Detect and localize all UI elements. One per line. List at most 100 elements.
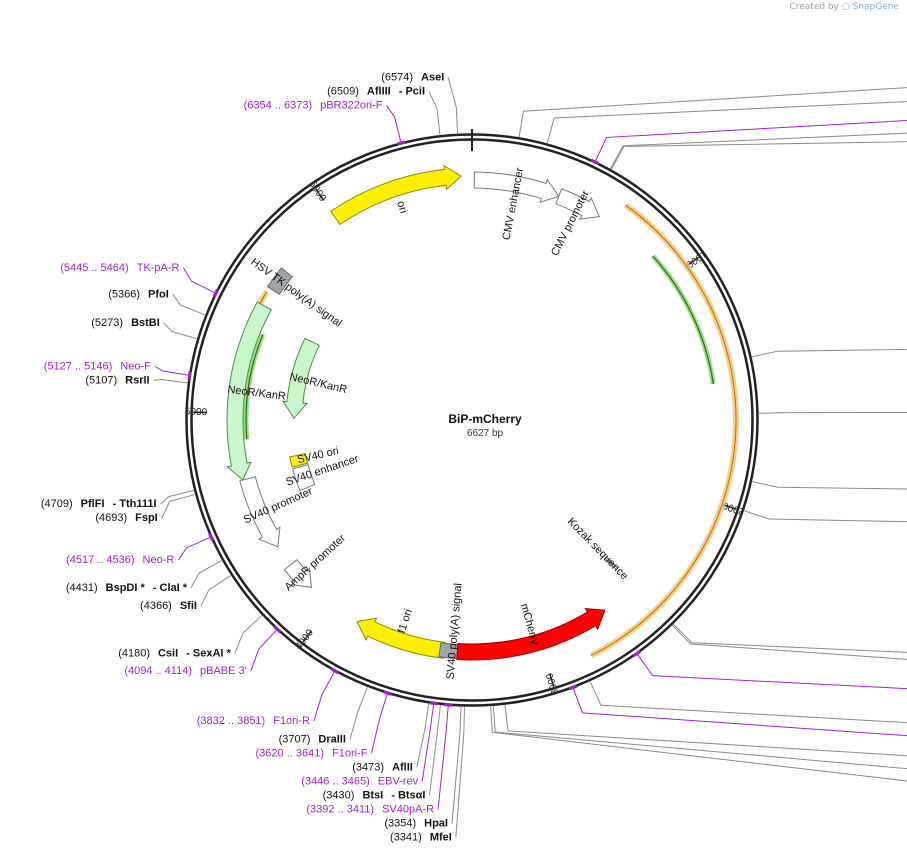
site-label[interactable]: (4693)FspI xyxy=(95,512,157,524)
backbone-layer xyxy=(185,129,759,707)
site-leader-line xyxy=(744,510,907,523)
primer-label-part: (5445 .. 5464) xyxy=(60,262,129,274)
feature-cmv-promoter[interactable] xyxy=(555,188,601,220)
tick-mark xyxy=(686,256,700,267)
feature-ori[interactable] xyxy=(330,164,462,226)
primer-label[interactable]: (4094 .. 4114) pBABE 3' xyxy=(124,665,246,677)
feature-layer xyxy=(226,164,619,661)
primer-marker[interactable] xyxy=(187,370,192,380)
site-label[interactable]: (6509)AflIII- PciI xyxy=(327,85,425,97)
site-leader-line xyxy=(492,706,907,770)
primer-label-part: TK-pA-R xyxy=(137,262,180,274)
site-label[interactable]: (5107) RsrII xyxy=(85,374,149,386)
restriction-site-layer: NdeI(174)SnaBI(280)NheI(531)BmtI(535)Blp… xyxy=(41,71,907,843)
site-label-part: (5107) xyxy=(85,374,117,386)
feature-cmv-enhancer[interactable] xyxy=(473,171,560,204)
feature-hsv-tk-poly-a-signal[interactable] xyxy=(266,267,293,296)
site-label-part: (3707) xyxy=(279,733,311,745)
site-label-part: HpaI xyxy=(424,817,448,829)
primer-label[interactable]: (3392 .. 3411)SV40pA-R xyxy=(306,803,434,815)
primer-leader-line xyxy=(595,119,907,162)
feature-sv40-enhancer[interactable] xyxy=(291,464,316,492)
primer-label-part: F1ori-R xyxy=(273,715,310,727)
tick-label: 3000 xyxy=(544,671,561,696)
feature-kozak-sequence[interactable] xyxy=(606,556,619,569)
primer-marker[interactable] xyxy=(383,690,392,696)
site-label[interactable]: (3707)DraIII xyxy=(279,733,346,745)
site-label-part: RsrII xyxy=(125,374,149,386)
primer-marker[interactable] xyxy=(632,650,642,658)
primer-marker[interactable] xyxy=(212,288,219,298)
site-label-part: - BtsαI xyxy=(391,789,425,801)
feature-label-kozak-sequence: Kozak sequence xyxy=(565,516,630,583)
primer-label[interactable]: (5127 .. 5146)Neo-F xyxy=(44,360,151,372)
feature-neor-kanr-inner[interactable] xyxy=(281,337,320,420)
feature-sv40-ori[interactable] xyxy=(289,453,309,468)
site-label-part: SfiI xyxy=(180,600,197,612)
feature-halo-green-line xyxy=(245,334,264,440)
site-label[interactable]: (4431)BspDI *- ClaI * xyxy=(66,582,188,594)
primer-marker[interactable] xyxy=(273,625,282,634)
site-label[interactable]: (4180)CsiI- SexAI * xyxy=(118,648,231,660)
site-label-part: - Tth111I xyxy=(113,498,157,510)
site-label[interactable]: (4709)PflFI- Tth111I xyxy=(41,498,157,510)
primer-marker[interactable] xyxy=(207,532,215,542)
primer-label[interactable]: (3832 .. 3851)F1ori-R xyxy=(197,715,310,727)
tick-mark xyxy=(315,188,325,201)
site-label[interactable]: (3473)AflII xyxy=(352,761,413,773)
primer-label-part: EBV-rev xyxy=(378,775,419,787)
site-label-part: MfeI xyxy=(430,831,452,843)
site-label[interactable]: (5366)PfoI xyxy=(108,288,169,300)
site-label-part: (4431) xyxy=(66,582,98,594)
primer-label-part: pBABE 3' xyxy=(200,665,247,677)
feature-label-f1-ori: f1 ori xyxy=(396,608,415,635)
primer-label-part: (6354 .. 6373) xyxy=(244,99,313,111)
primer-marker[interactable] xyxy=(568,684,578,691)
primer-marker[interactable] xyxy=(444,703,453,707)
primer-leader-line xyxy=(572,688,907,737)
site-leader-line xyxy=(455,706,466,838)
feature-ampr-promoter[interactable] xyxy=(283,558,312,589)
primer-leader-line xyxy=(386,105,402,143)
tick-label: 5000 xyxy=(185,407,208,419)
site-label-part: - PciI xyxy=(399,85,425,97)
primer-label[interactable]: (5445 .. 5464) TK-pA-R xyxy=(60,262,179,274)
site-leader-line xyxy=(610,132,907,169)
site-label-part: BspDI * xyxy=(106,582,146,594)
credit-prefix: Created by xyxy=(789,2,839,12)
site-label-part: (6574) xyxy=(381,71,413,83)
primer-label-part: (3446 .. 3465) xyxy=(301,775,370,787)
primer-label-part: (4094 .. 4114) xyxy=(124,665,192,677)
tick-mark xyxy=(722,504,737,510)
feature-f1-ori[interactable] xyxy=(356,617,446,659)
site-label-part: AflIII xyxy=(367,85,391,97)
feature-neor-kanr-outer[interactable] xyxy=(226,301,272,481)
primer-marker[interactable] xyxy=(429,701,438,706)
primer-label-part: (5127 .. 5146) xyxy=(44,360,113,372)
primer-marker[interactable] xyxy=(590,158,600,165)
feature-mcherry[interactable] xyxy=(456,607,606,661)
site-leader-line xyxy=(190,559,222,589)
primer-label[interactable]: (4517 .. 4536)Neo-R xyxy=(66,554,174,566)
feature-label-sv40-poly-a-signal: SV40 poly(A) signal xyxy=(445,583,465,680)
primer-marker[interactable] xyxy=(330,667,340,675)
site-label[interactable]: (4366)SfiI xyxy=(140,600,197,612)
primer-leader-line xyxy=(250,629,277,672)
primer-label[interactable]: (6354 .. 6373)pBR322ori-F xyxy=(244,99,383,111)
primer-marker[interactable] xyxy=(396,140,406,146)
primer-label[interactable]: (3620 .. 3641)F1ori-F xyxy=(256,747,368,759)
site-label[interactable]: (3354)HpaI xyxy=(384,817,448,829)
site-leader-line xyxy=(490,706,907,782)
primer-label[interactable]: (3446 .. 3465) EBV-rev xyxy=(301,775,418,787)
primer-leader-line xyxy=(154,365,189,376)
feature-halo-line xyxy=(590,204,737,657)
site-label[interactable]: (5273)BstBI xyxy=(91,317,160,329)
feature-sv40-promoter[interactable] xyxy=(239,476,281,548)
site-label[interactable]: (3341)MfeI xyxy=(390,831,452,843)
site-label[interactable]: (3430)BtsI- BtsαI xyxy=(323,789,426,801)
site-label[interactable]: (6574)AseI xyxy=(381,71,444,83)
site-label-part: FspI xyxy=(135,512,158,524)
tick-mark xyxy=(302,630,313,643)
